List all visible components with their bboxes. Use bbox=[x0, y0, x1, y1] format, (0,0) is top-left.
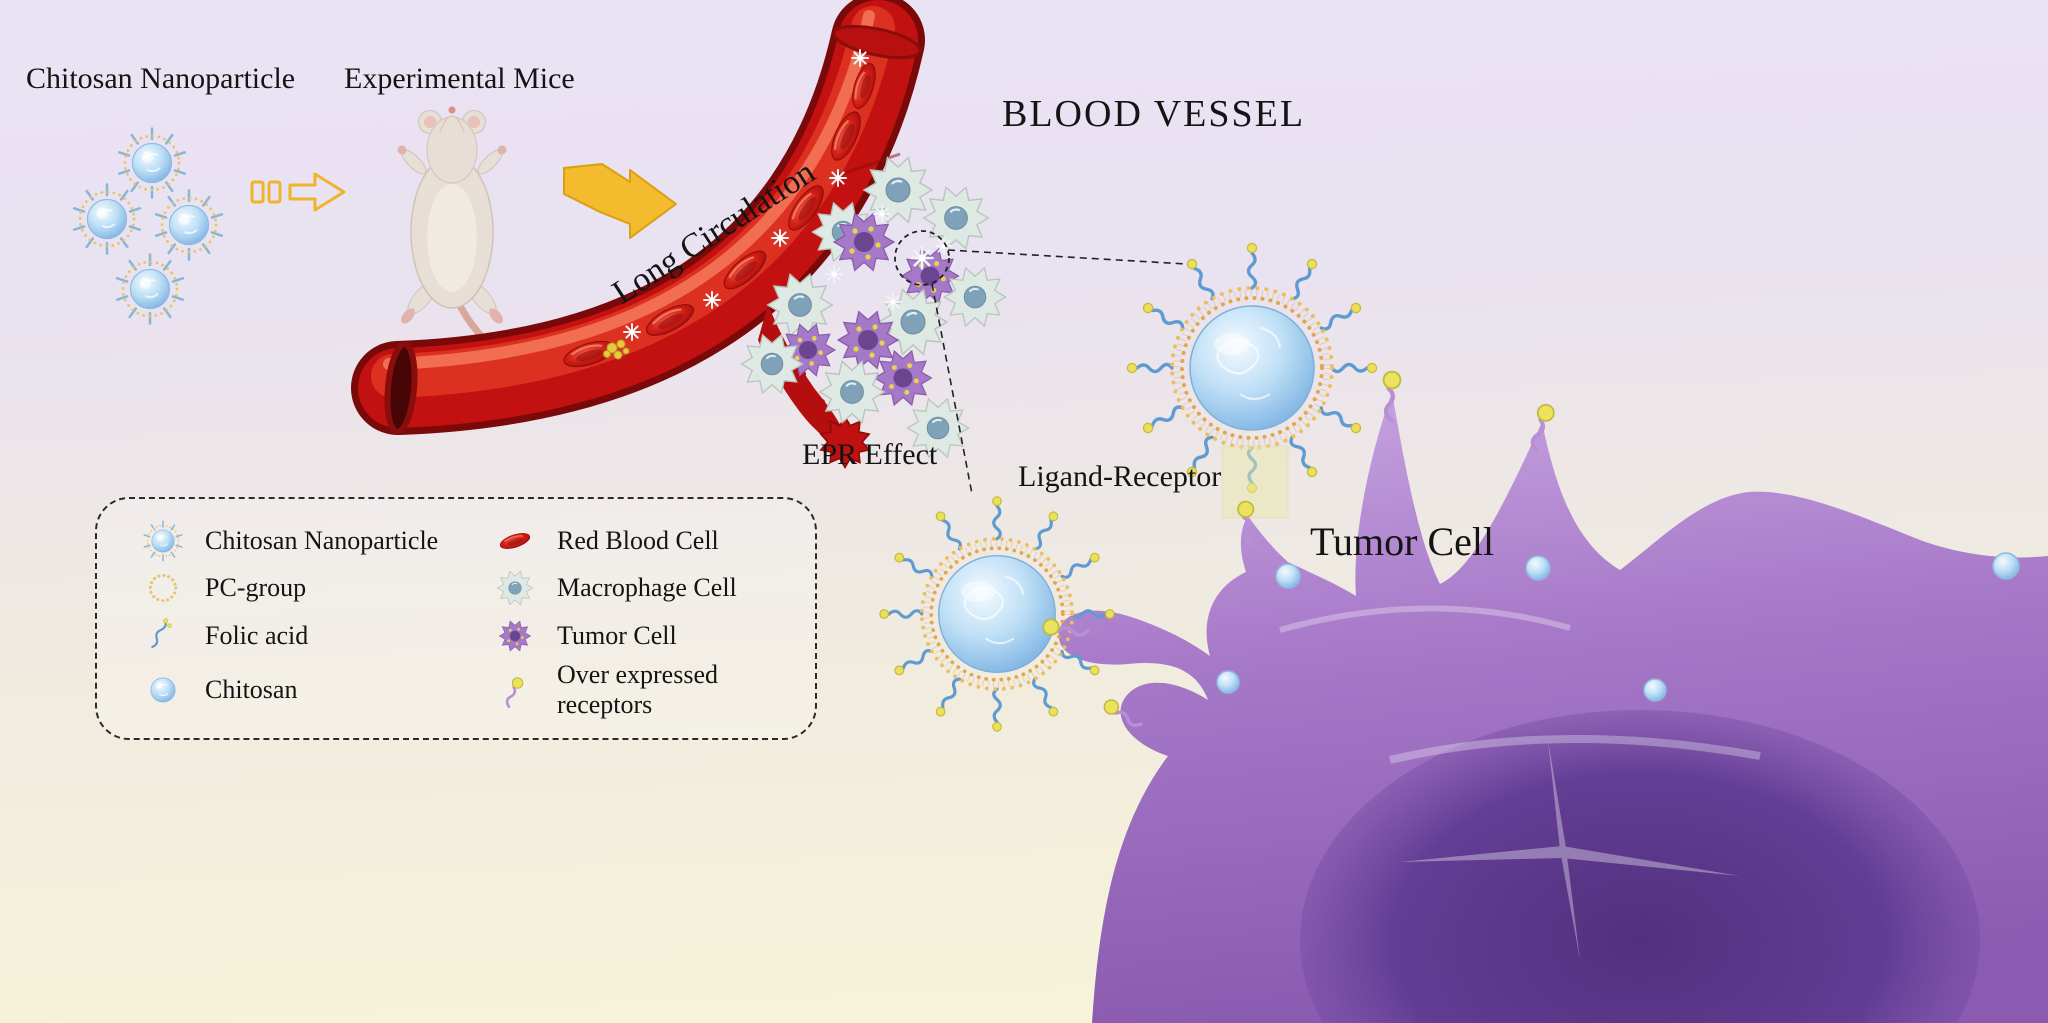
tumor-cell-label: Tumor Cell bbox=[1310, 519, 1495, 564]
blood-vessel-illustration bbox=[351, 0, 925, 435]
legend-label: PC-group bbox=[205, 573, 307, 603]
injection-arrow-icon bbox=[250, 172, 346, 212]
tumor-cell-illustration bbox=[1058, 392, 2048, 1023]
legend-label: Chitosan Nanoparticle bbox=[205, 525, 439, 555]
legend-item-chitosan-nanoparticle: Chitosan Nanoparticle bbox=[141, 519, 493, 563]
legend-label: Chitosan bbox=[205, 675, 298, 704]
legend-item-red-blood-cell: Red Blood Cell bbox=[493, 519, 805, 563]
legend-label: Red Blood Cell bbox=[557, 525, 719, 555]
legend-label: Over expressed receptors bbox=[557, 660, 718, 719]
legend-label: Tumor Cell bbox=[557, 621, 677, 651]
legend-item-over-expressed-receptors: Over expressed receptors bbox=[493, 660, 805, 720]
ligand-receptor-label: Ligand-Receptor bbox=[1018, 460, 1222, 493]
legend-label: Macrophage Cell bbox=[557, 573, 737, 603]
legend-item-macrophage-cell: Macrophage Cell bbox=[493, 566, 805, 610]
tumor-cell-icon bbox=[493, 614, 537, 658]
legend: Chitosan Nanoparticle PC-group Folic aci… bbox=[95, 497, 817, 740]
mouse-illustration bbox=[397, 106, 509, 413]
legend-item-chitosan: Chitosan bbox=[141, 668, 493, 712]
chitosan-icon bbox=[150, 677, 176, 703]
macrophage-cell-icon bbox=[493, 566, 537, 610]
zoom-callout bbox=[894, 230, 1187, 495]
blood-vessel-label: BLOOD VESSEL bbox=[1002, 93, 1306, 135]
red-blood-cell-icon bbox=[497, 529, 533, 553]
nanoparticle-aggregate bbox=[603, 339, 630, 360]
chitosan-nanoparticle-icon bbox=[141, 519, 185, 563]
chitosan-dots bbox=[1216, 552, 2020, 702]
epr-effect-label: EPR Effect bbox=[802, 438, 938, 471]
legend-item-tumor-cell: Tumor Cell bbox=[493, 614, 805, 658]
experimental-mice-label: Experimental Mice bbox=[344, 62, 575, 95]
legend-label: Folic acid bbox=[205, 621, 309, 651]
over-expressed-receptors-icon bbox=[502, 675, 526, 710]
ligand-receptor-zone bbox=[1221, 445, 1289, 519]
legend-item-pc-group: PC-group bbox=[141, 566, 493, 610]
pc-group-icon bbox=[148, 574, 178, 603]
folic-acid-icon bbox=[151, 618, 172, 649]
legend-item-folic-acid: Folic acid bbox=[141, 614, 493, 658]
chitosan-nanoparticle-cluster bbox=[74, 129, 222, 324]
chitosan-nanoparticle-label: Chitosan Nanoparticle bbox=[26, 62, 296, 95]
transfer-arrow-icon bbox=[563, 163, 677, 239]
